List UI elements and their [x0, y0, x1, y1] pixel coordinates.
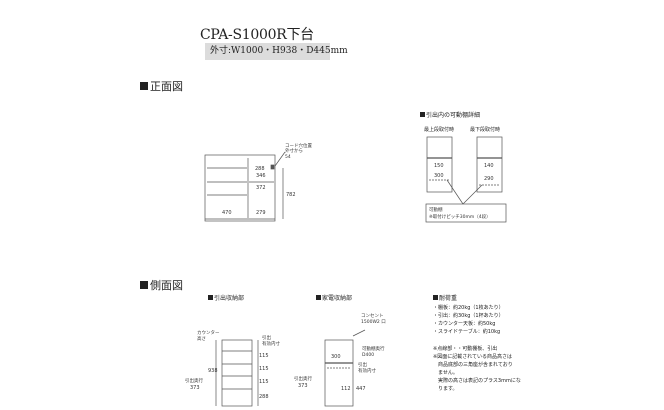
drawer-side-drawing: カウンター 高さ 引出 有効内寸 引出奥行 373 938 115 115 11…	[185, 329, 280, 407]
detail-note: 可動棚	[429, 206, 443, 213]
inner-label: 有効内寸	[262, 340, 280, 347]
note: ません。	[433, 370, 458, 376]
dim-112: 112	[341, 386, 351, 392]
dim-279: 279	[256, 210, 266, 216]
detail-note: ※取付けピッチ30mm（4段）	[429, 213, 491, 220]
appliance-side-drawing: 300 112 447 コンセント 1500W2 口 可動棚奥行 D400 引出…	[294, 313, 386, 407]
drawer-heading: 引出収納部	[208, 293, 244, 302]
dim-447: 447	[356, 386, 366, 392]
inner-label: 引出	[358, 361, 367, 368]
dim-150: 150	[434, 163, 444, 169]
dim-115: 115	[259, 353, 269, 359]
load-heading: 耐荷重	[433, 293, 521, 302]
front-view-drawing: 288 346 372 782 470 279 コード穴位置 外寸から 54	[204, 142, 312, 222]
load-section: 耐荷重 ・棚板：約20kg（1枚あたり） ・引出：約30kg（1杯あたり） ・カ…	[433, 293, 521, 393]
note: 実際の高さは表記のプラス3mmにな	[433, 378, 521, 384]
dim-288: 288	[255, 166, 265, 172]
counter-label: 高さ	[197, 335, 206, 342]
load-item: ・引出：約30kg（1杯あたり）	[433, 313, 504, 319]
dim-300: 300	[434, 173, 444, 179]
dim-115: 115	[259, 379, 269, 385]
dim-470: 470	[222, 210, 232, 216]
dim-115: 115	[259, 366, 269, 372]
depth-label: 引出奥行	[185, 377, 203, 384]
dim-290: 290	[484, 176, 494, 182]
note: ※図面に記載されている商品高さは	[433, 354, 513, 360]
load-item: ・スライドテーブル：約10kg	[433, 329, 501, 335]
outlet-label: 1500W2 口	[361, 319, 386, 325]
note: ります。	[433, 386, 458, 392]
front-view-heading: 正面図	[140, 78, 183, 94]
depth-value: 373	[190, 385, 200, 391]
shelf-label: 可動棚奥行	[362, 345, 385, 352]
dim-288: 288	[259, 394, 269, 400]
cord-label: 54	[285, 154, 291, 160]
outlet-label: コンセント	[361, 313, 384, 319]
top-label: 最上段取付時	[424, 127, 455, 133]
dim-300: 300	[331, 354, 341, 360]
dim-782: 782	[286, 192, 296, 198]
inner-label: 引出	[262, 334, 271, 341]
dim-346: 346	[256, 173, 266, 179]
load-item: ・カウンター天板：約50kg	[433, 321, 496, 327]
dim-938: 938	[208, 368, 218, 374]
inner-label: 有効内寸	[358, 367, 376, 374]
cord-label: コード穴位置	[285, 142, 312, 149]
load-item: ・棚板：約20kg（1枚あたり）	[433, 305, 504, 311]
counter-label: カウンター	[197, 329, 220, 336]
detail-drawing: 150 300 140 290 可動棚 ※取付けピッチ30mm（4段）	[425, 136, 507, 223]
depth-label: 引出奥行	[294, 375, 312, 382]
note: ※点線部・・可動棚板、引出	[433, 346, 498, 352]
outer-dimensions: 外寸:W1000・H938・D445mm	[205, 43, 348, 60]
note: 商品底部の三角座が含まれており	[433, 362, 513, 368]
cord-label: 外寸から	[285, 147, 303, 154]
depth-value: 373	[298, 383, 308, 389]
product-title: CPA-S1000R下台	[200, 27, 314, 43]
dim-372: 372	[256, 185, 266, 191]
bottom-label: 最下段取付時	[470, 127, 501, 133]
appliance-heading: 家電収納部	[316, 293, 352, 302]
detail-heading: 引出内の可動棚詳細	[420, 110, 480, 119]
shelf-label: D400	[362, 352, 374, 358]
dim-140: 140	[484, 163, 494, 169]
side-view-heading: 側面図	[140, 277, 183, 293]
